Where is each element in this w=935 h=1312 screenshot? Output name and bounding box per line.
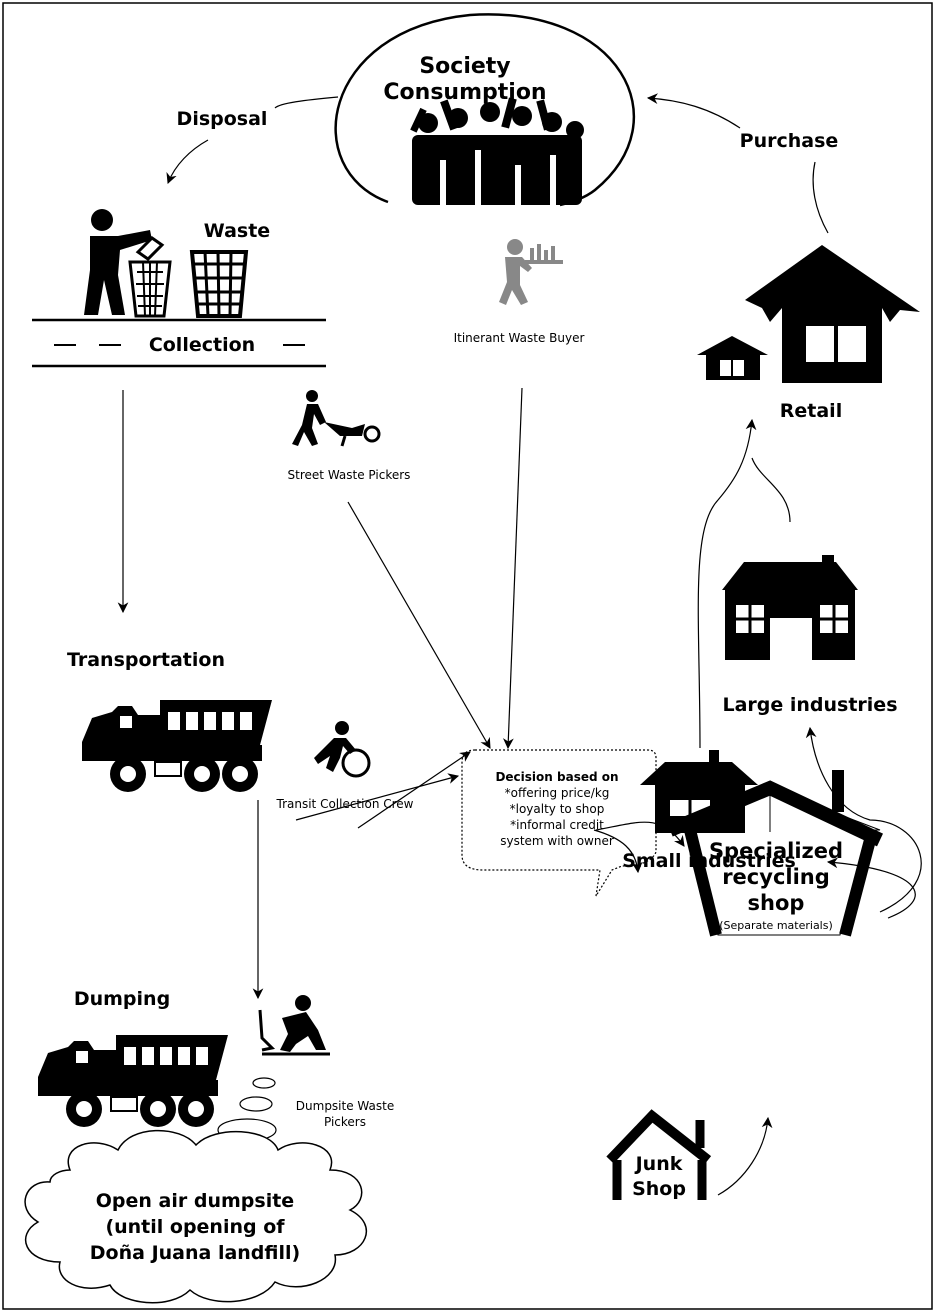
waste-node: Waste Collection (32, 209, 326, 368)
itinerant-buyer-label: Itinerant Waste Buyer (454, 331, 585, 345)
crowd-gaps (440, 150, 556, 205)
street-pickers-node: Street Waste Pickers (288, 390, 411, 482)
retail-label: Retail (780, 400, 842, 422)
crowd-icon (410, 97, 584, 205)
retail-node: Retail (697, 245, 920, 422)
large-industries-node: Large industries (722, 555, 898, 716)
decision-item: *loyalty to shop (510, 802, 605, 816)
collection-label: Collection (149, 334, 255, 356)
shop-house-icon (745, 245, 920, 383)
large-industries-to-retail-line (751, 457, 791, 523)
society-title-line1: Society (419, 54, 510, 79)
decision-item: system with owner (500, 834, 614, 848)
decision-to-junk-arrow (593, 829, 643, 874)
junk-label-line1: Junk (634, 1153, 683, 1175)
dumpsite-pickers-label-line1: Dumpsite Waste (296, 1099, 394, 1113)
decision-bubble (461, 749, 657, 897)
waste-label: Waste (204, 220, 270, 242)
large-factory-icon (722, 555, 858, 660)
small-industries-to-retail-arrow (697, 418, 757, 749)
truck-icon (82, 700, 272, 792)
disposal-line (274, 96, 339, 109)
dumpsite-pickers-label-line2: Pickers (324, 1115, 366, 1129)
transportation-label: Transportation (67, 649, 225, 671)
junk-to-specialized-arrow (717, 1116, 773, 1196)
large-industries-label: Large industries (722, 694, 897, 716)
running-cyclist-icon (314, 721, 371, 778)
dumpsite-to-decision-arrow (295, 773, 460, 821)
specialized-label-line2: recycling (722, 865, 830, 889)
purchase-arrow (646, 93, 741, 129)
decision-item: *offering price/kg (505, 786, 610, 800)
itinerant-to-decision-arrow (502, 387, 523, 750)
decision-node: Decision based on *offering price/kg *lo… (461, 749, 657, 897)
small-house-icon (697, 336, 768, 380)
dumpsite-cloud-line3: Doña Juana landfill) (90, 1242, 300, 1264)
purchase-line (812, 161, 829, 234)
person-carrying-tray-icon (499, 239, 563, 305)
recycle-bin-icon (128, 236, 172, 318)
shoveling-worker-icon (258, 995, 330, 1056)
specialized-shop-node: Specialized recycling shop (Separate mat… (667, 770, 883, 937)
dump-truck-icon (38, 1035, 228, 1127)
society-ellipse (334, 13, 636, 207)
street-pickers-label: Street Waste Pickers (288, 468, 411, 482)
dumpsite-cloud-line2: (until opening of (105, 1216, 285, 1238)
decision-title: Decision based on (495, 770, 618, 784)
junk-shop-node: Junk Shop (606, 1109, 712, 1200)
specialized-label-line1: Specialized (709, 839, 843, 863)
specialized-label-line3: shop (748, 891, 805, 915)
specialized-roof (667, 780, 883, 847)
junk-roof (606, 1109, 712, 1164)
purchase-label: Purchase (740, 130, 839, 152)
society-title-line2: Consumption (383, 80, 546, 105)
specialized-note: (Separate materials) (719, 919, 833, 932)
disposal-label: Disposal (177, 108, 268, 130)
specialized-wall-right (839, 838, 876, 937)
small-industries-label: Small industries (622, 850, 796, 872)
disposal-arrow (166, 139, 209, 185)
society-consumption-node: Society Consumption (334, 13, 636, 207)
dumpsite-cloud: Open air dumpsite (until opening of Doña… (24, 1129, 368, 1304)
itinerant-buyer-node: Itinerant Waste Buyer (454, 239, 585, 345)
person-throwing-icon (84, 209, 152, 315)
decision-to-specialized-arrow (595, 821, 685, 847)
trash-bin-icon (189, 250, 249, 318)
transit-to-decision-arrow (357, 751, 471, 829)
junk-label-line2: Shop (632, 1178, 686, 1200)
transit-crew-label: Transit Collection Crew (276, 797, 414, 811)
decision-item: *informal credit (510, 818, 604, 832)
dumpsite-cloud-line1: Open air dumpsite (96, 1190, 294, 1212)
wheelbarrow-worker-icon (292, 390, 381, 447)
transit-crew-node: Transit Collection Crew (276, 721, 414, 811)
specialized-to-large-industries-arrow (805, 726, 922, 913)
dumping-label: Dumping (74, 988, 170, 1010)
street-to-decision-arrow (347, 501, 491, 749)
dumpsite-pickers-node: Dumpsite Waste Pickers (258, 995, 394, 1129)
specialized-to-small-industries-arrow (826, 857, 916, 919)
specialized-wall-left (684, 828, 722, 937)
